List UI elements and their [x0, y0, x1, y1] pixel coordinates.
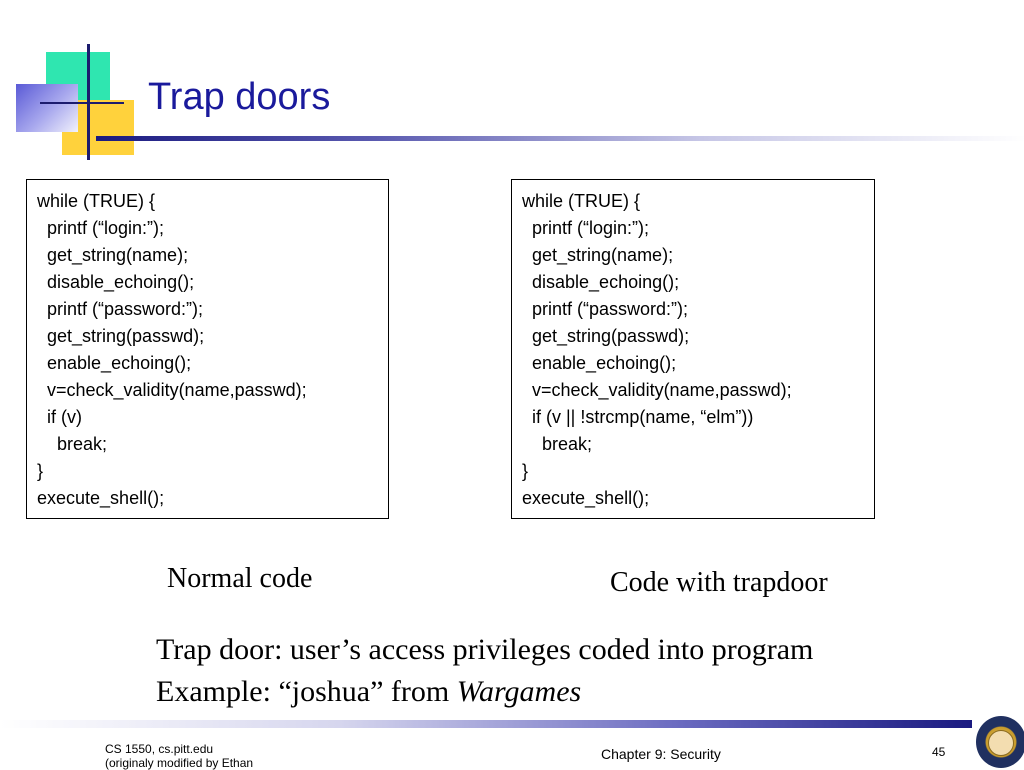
code-line: } [37, 461, 44, 481]
code-line: get_string(name); [37, 245, 189, 265]
university-seal-center [988, 730, 1014, 756]
code-line: while (TRUE) { [522, 191, 641, 211]
decor-blue-square [16, 84, 78, 132]
footer-chapter: Chapter 9: Security [601, 746, 721, 762]
footer-attribution: (originaly modified by Ethan [105, 756, 254, 770]
footer-course: CS 1550, cs.pitt.edu [105, 742, 214, 756]
code-line: printf (“login:”); [522, 218, 650, 238]
code-line: if (v) [37, 407, 82, 427]
example-prefix: Example: “joshua” from [156, 675, 457, 708]
code-line: execute_shell(); [37, 488, 165, 508]
footer-rule [0, 720, 972, 728]
code-line: v=check_validity(name,passwd); [522, 380, 792, 400]
code-line: v=check_validity(name,passwd); [37, 380, 307, 400]
title-underline-rule [96, 136, 1024, 141]
page-number: 45 [932, 745, 946, 759]
code-line: disable_echoing(); [37, 272, 195, 292]
code-line: get_string(passwd); [522, 326, 690, 346]
code-line: while (TRUE) { [37, 191, 156, 211]
code-line: break; [37, 434, 108, 454]
code-line: if (v || !strcmp(name, “elm”)) [522, 407, 754, 427]
page-title: Trap doors [148, 76, 331, 118]
code-line: printf (“login:”); [37, 218, 165, 238]
code-line: execute_shell(); [522, 488, 650, 508]
code-line: disable_echoing(); [522, 272, 680, 292]
code-line: get_string(name); [522, 245, 674, 265]
code-line: break; [522, 434, 593, 454]
example-title-italic: Wargames [456, 675, 582, 708]
body-text-example: Example: “joshua” from Wargames [156, 675, 581, 709]
decor-horizontal-line [40, 102, 124, 104]
code-line: get_string(passwd); [37, 326, 205, 346]
body-text-definition: Trap door: user’s access privileges code… [156, 633, 814, 666]
code-line: enable_echoing(); [522, 353, 677, 373]
code-box-trapdoor: while (TRUE) { printf (“login:”); get_st… [511, 179, 875, 519]
caption-trapdoor-code: Code with trapdoor [610, 567, 828, 598]
code-line: printf (“password:”); [522, 299, 689, 319]
code-box-normal: while (TRUE) { printf (“login:”); get_st… [26, 179, 389, 519]
code-line: } [522, 461, 529, 481]
caption-normal-code: Normal code [167, 563, 313, 594]
code-line: enable_echoing(); [37, 353, 192, 373]
code-line: printf (“password:”); [37, 299, 204, 319]
